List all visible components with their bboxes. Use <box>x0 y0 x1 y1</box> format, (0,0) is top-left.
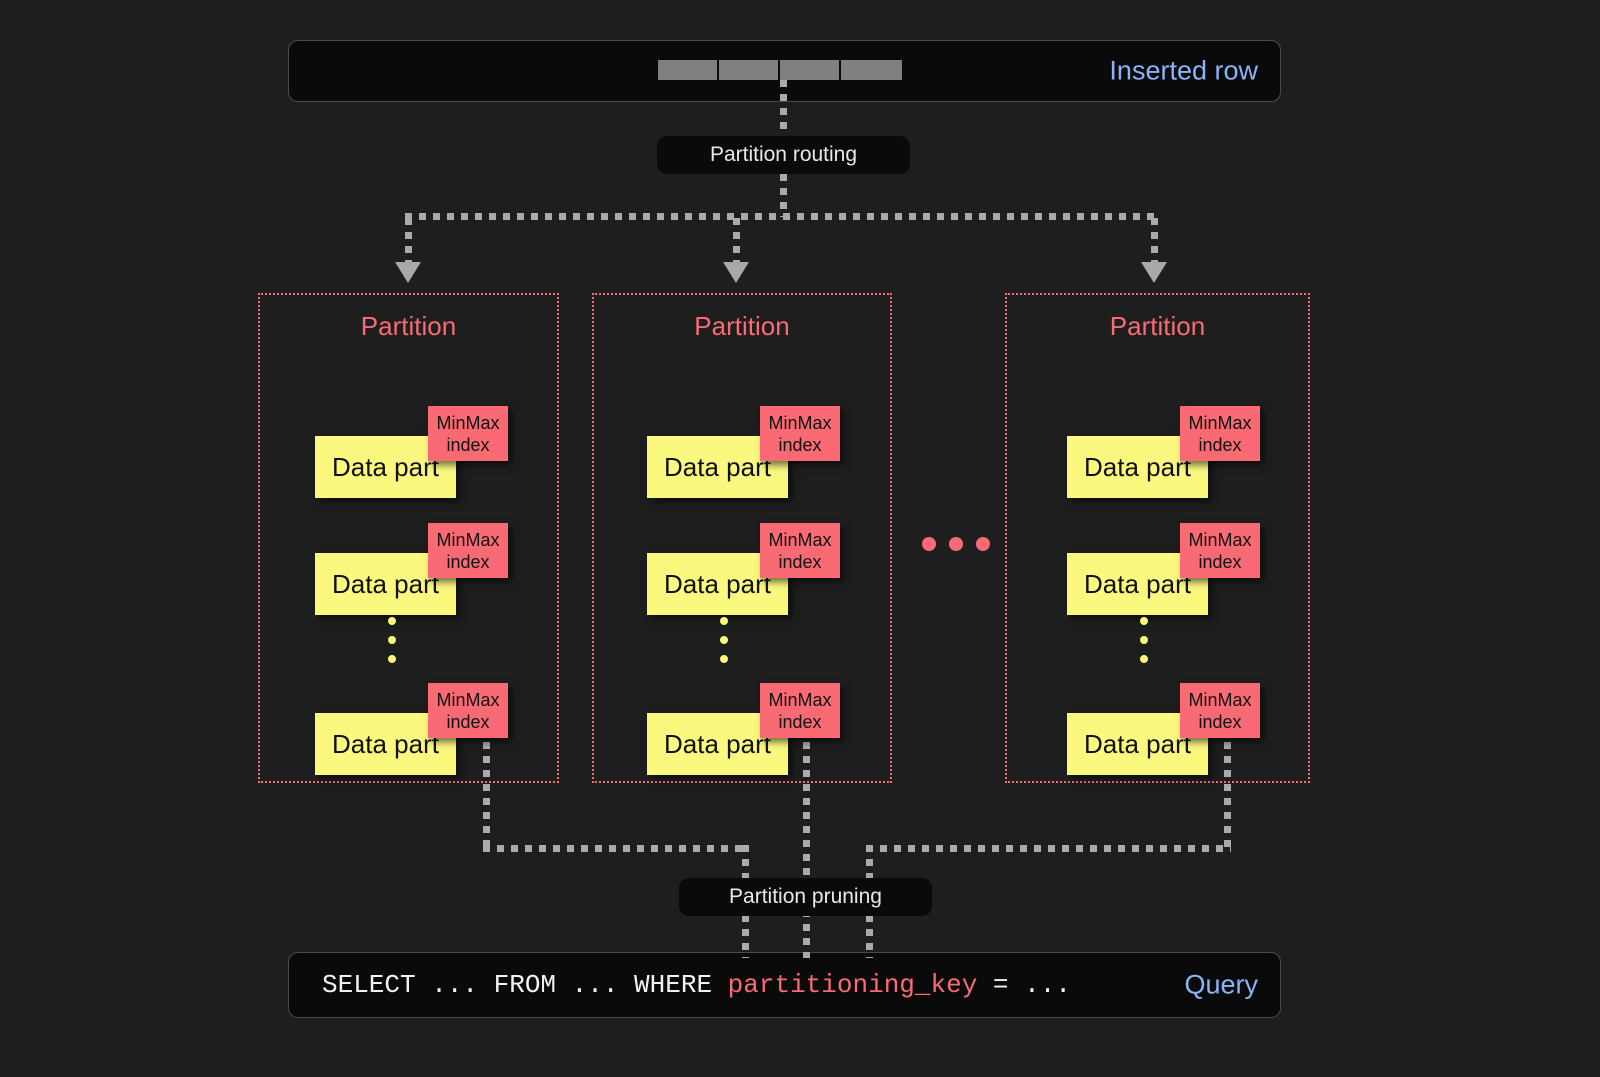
dot <box>976 537 990 551</box>
data-part: Data part <box>315 436 456 498</box>
dot <box>1140 636 1148 644</box>
row-cell <box>841 60 902 80</box>
vertical-ellipsis-dots <box>720 617 728 663</box>
arrow-down-partition-2 <box>723 262 749 283</box>
dot <box>720 636 728 644</box>
dot <box>388 655 396 663</box>
dot <box>1140 655 1148 663</box>
connector-pruning-bus-left <box>483 845 746 852</box>
query-prefix: SELECT ... FROM ... WHERE <box>322 970 728 1000</box>
data-part: Data part <box>315 713 456 775</box>
partition-title: Partition <box>694 311 790 341</box>
connector-partition-3-down <box>1224 728 1231 849</box>
dot <box>949 537 963 551</box>
query-panel: Query <box>288 952 1281 1018</box>
query-keyword: partitioning_key <box>727 970 978 1000</box>
query-label: Query <box>1184 969 1258 1000</box>
connector-row-to-routing <box>780 80 787 138</box>
query-suffix: = ... <box>977 970 1071 1000</box>
connector-partition-1-down <box>483 728 490 849</box>
connector-pruning-bus-right <box>866 845 1231 852</box>
partition-title: Partition <box>1109 311 1206 341</box>
connector-bus-to-partition-3 <box>1151 218 1158 264</box>
connector-bus-to-partition-2 <box>733 218 740 264</box>
connector-bus-to-partition-1 <box>405 218 412 264</box>
dot <box>922 537 936 551</box>
data-part: Data part <box>647 553 788 615</box>
query-text: SELECT ... FROM ... WHERE partitioning_k… <box>322 952 1071 1018</box>
dot <box>720 655 728 663</box>
vertical-ellipsis-dots <box>1140 617 1148 663</box>
connector-partition-2-to-query <box>803 728 810 958</box>
dot <box>720 617 728 625</box>
row-cell <box>658 60 719 80</box>
dot <box>388 636 396 644</box>
connector-routing-to-bus <box>780 174 787 217</box>
row-cell <box>780 60 841 80</box>
connector-routing-bus <box>405 213 1158 220</box>
inserted-row-label: Inserted row <box>1109 55 1258 86</box>
vertical-ellipsis-dots <box>388 617 396 663</box>
inserted-row-cells <box>658 60 902 80</box>
dot <box>388 617 396 625</box>
partition-routing-label: Partition routing <box>657 136 910 174</box>
arrow-down-partition-3 <box>1141 262 1167 283</box>
partition-pruning-label: Partition pruning <box>679 878 932 916</box>
arrow-down-partition-1 <box>395 262 421 283</box>
dot <box>1140 617 1148 625</box>
partition-title: Partition <box>360 311 457 341</box>
horizontal-ellipsis-dots <box>922 537 990 551</box>
row-cell <box>719 60 780 80</box>
